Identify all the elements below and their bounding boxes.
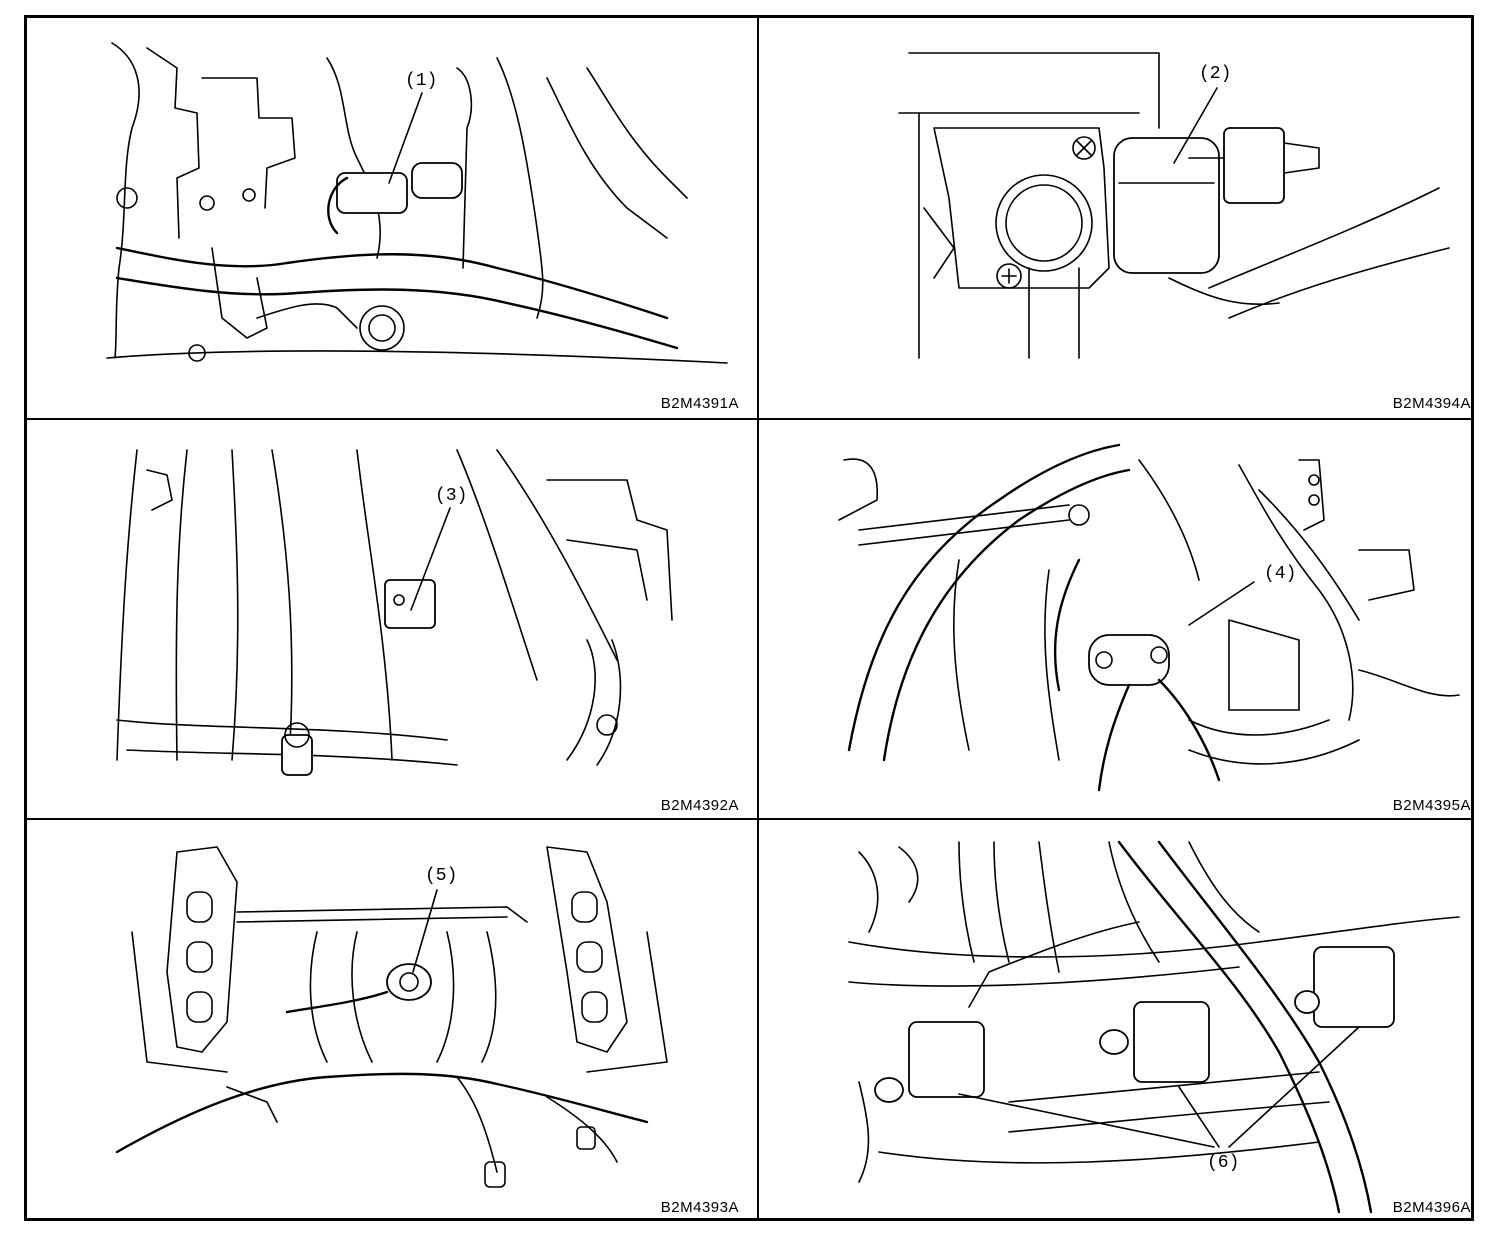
figure-id: B2M4392A	[660, 797, 739, 814]
figure-id: B2M4396A	[1392, 1199, 1471, 1216]
figure-id: B2M4395A	[1392, 797, 1471, 814]
panel-6: (6) B2M4396A	[759, 822, 1487, 1220]
engine-drawing-5: (5)	[115, 846, 668, 1188]
engine-drawing-2: (2)	[898, 52, 1450, 359]
leader-line	[1188, 581, 1255, 626]
panel-5: (5) B2M4393A	[27, 822, 755, 1220]
engine-drawing-1: (1)	[106, 42, 728, 364]
figure-id: B2M4394A	[1392, 395, 1471, 412]
leader-line	[410, 507, 451, 611]
engine-drawing-3: (3)	[116, 449, 673, 776]
leader-line	[1173, 87, 1218, 164]
panel-divider-row-2	[27, 818, 1471, 820]
leader-line	[412, 889, 438, 973]
engine-drawing-6: (6)	[848, 840, 1460, 1214]
leader-line	[958, 1093, 1215, 1148]
panel-divider-vertical	[757, 18, 759, 1218]
leader-line	[388, 92, 423, 184]
panel-3: (3) B2M4392A	[27, 420, 755, 818]
callout-label: (3)	[435, 486, 467, 506]
callout-label: (4)	[1264, 564, 1296, 584]
leader-line	[1178, 1086, 1220, 1148]
callout-label: (1)	[405, 71, 437, 91]
panel-2: (2) B2M4394A	[759, 18, 1487, 416]
figure-id: B2M4393A	[660, 1199, 739, 1216]
callout-label: (5)	[425, 866, 457, 886]
leader-line	[1228, 1026, 1360, 1148]
callout-label: (2)	[1199, 64, 1231, 84]
engine-drawing-4: (4)	[838, 443, 1460, 792]
callout-label: (6)	[1207, 1153, 1239, 1173]
panel-1: (1) B2M4391A	[27, 18, 755, 416]
figure-id: B2M4391A	[660, 395, 739, 412]
panel-4: (4) B2M4395A	[759, 420, 1487, 818]
diagram-sheet: (1) B2M4391A (2)	[24, 15, 1474, 1221]
panel-divider-row-1	[27, 418, 1471, 420]
